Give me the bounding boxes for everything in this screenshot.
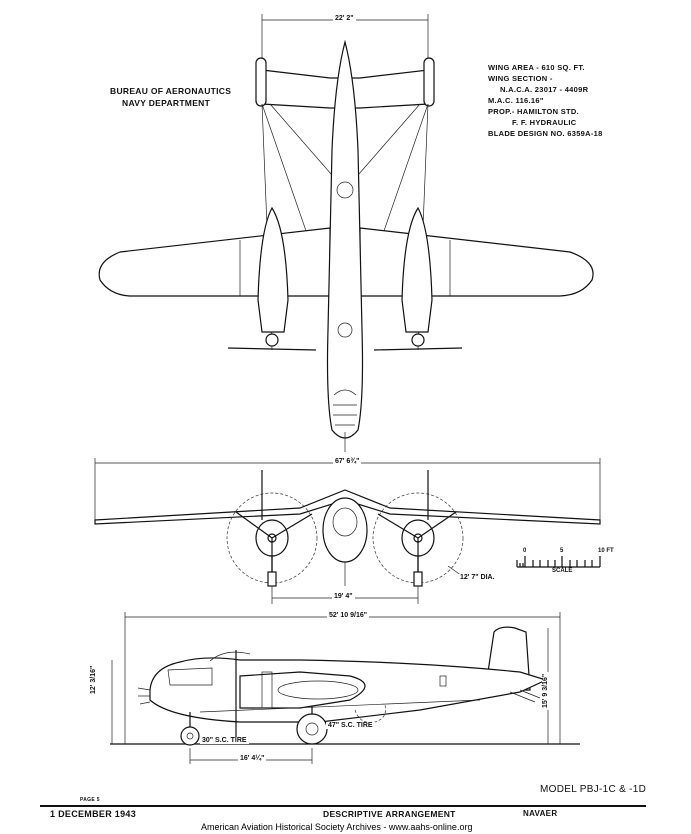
dim-nose-height: 12' 3/16" [90,663,97,696]
document-title: Descriptive Arrangement [323,809,456,819]
top-view [98,14,594,452]
dim-tail-height: 15' 9 3/16" [542,671,549,710]
main-tire-label: 47" S.C. TIRE [326,722,375,729]
org-label: NAVAER [523,809,558,818]
dim-engine-spacing: 19' 4" [332,593,355,600]
dim-prop-diameter: 12' 7" DIA. [458,574,497,581]
agency-line-1: Bureau of Aeronautics [110,86,232,96]
spec-blade: BLADE DESIGN NO. 6359A-18 [488,129,603,138]
spec-wing-area: WING AREA - 610 SQ. FT. [488,63,585,72]
dim-tail-span: 22' 2" [333,15,356,22]
watermark: American Aviation Historical Society Arc… [201,822,473,832]
spec-wing-section: WING SECTION - [488,74,553,83]
dim-length: 52' 10 9/16" [327,612,370,619]
date-label: 1 December 1943 [50,809,137,819]
scale-label: SCALE [550,568,575,574]
spec-hydraulic: F. F. HYDRAULIC [512,118,577,127]
scale-tick-5: 5 [558,548,566,554]
spec-naca: N.A.C.A. 23017 - 4409R [500,85,589,94]
specs-block: WING AREA - 610 SQ. FT. WING SECTION - N… [488,62,603,139]
side-view [40,612,646,807]
nose-tire-label: 30" S.C. TIRE [200,737,249,744]
model-label: Model PBJ-1C & -1D [540,784,647,795]
dim-wheelbase: 16' 4¼" [238,755,267,762]
agency-line-2: Navy Department [122,98,211,108]
spec-prop: PROP.- HAMILTON STD. [488,107,580,116]
scale-tick-10: 10 FT [596,548,616,554]
front-view [94,458,601,618]
scale-tick-0: 0 [521,548,529,554]
page-number: Page 5 [80,797,100,803]
dim-wing-span: 67' 6¾" [333,458,362,465]
spec-mac: M.A.C. 116.16" [488,96,544,105]
